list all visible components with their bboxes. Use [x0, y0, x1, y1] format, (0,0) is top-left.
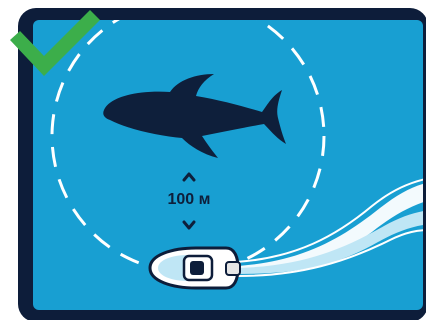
boat — [150, 248, 240, 288]
distance-label: 100 м — [168, 191, 211, 208]
boat-motor — [226, 262, 240, 275]
boat-window — [190, 261, 204, 275]
